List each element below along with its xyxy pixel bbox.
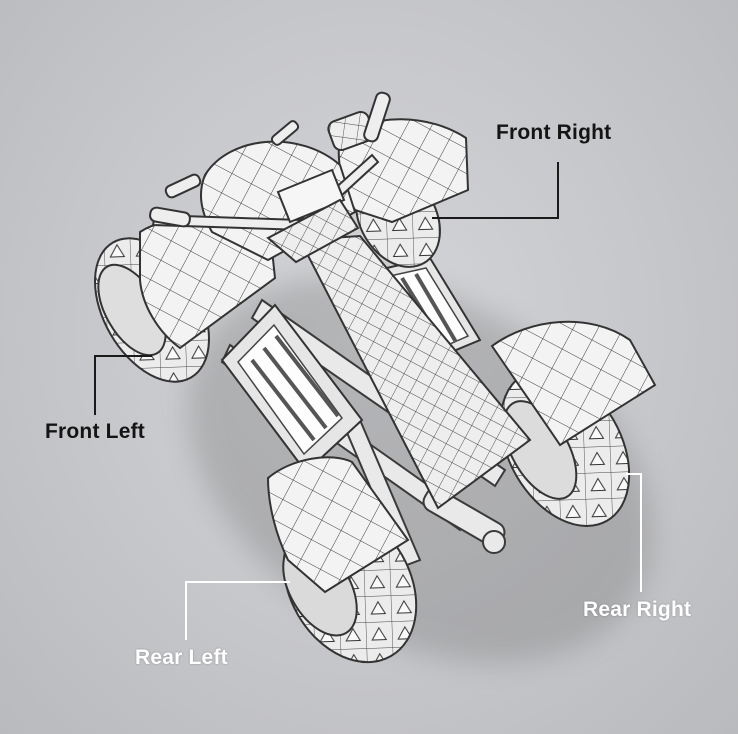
leader-rear-left <box>185 581 290 640</box>
label-front-right: Front Right <box>496 121 612 144</box>
headlight-pod <box>266 168 360 264</box>
leader-rear-right <box>626 473 642 592</box>
rear-left-fender <box>266 456 410 594</box>
leader-front-right <box>432 162 559 219</box>
leader-lines <box>94 162 642 640</box>
left-footrest <box>220 303 364 474</box>
label-front-left: Front Left <box>45 420 145 443</box>
label-rear-left: Rear Left <box>135 646 228 669</box>
leader-front-left <box>94 355 152 415</box>
label-rear-right: Rear Right <box>583 598 692 621</box>
rear-right-fender <box>490 320 657 447</box>
